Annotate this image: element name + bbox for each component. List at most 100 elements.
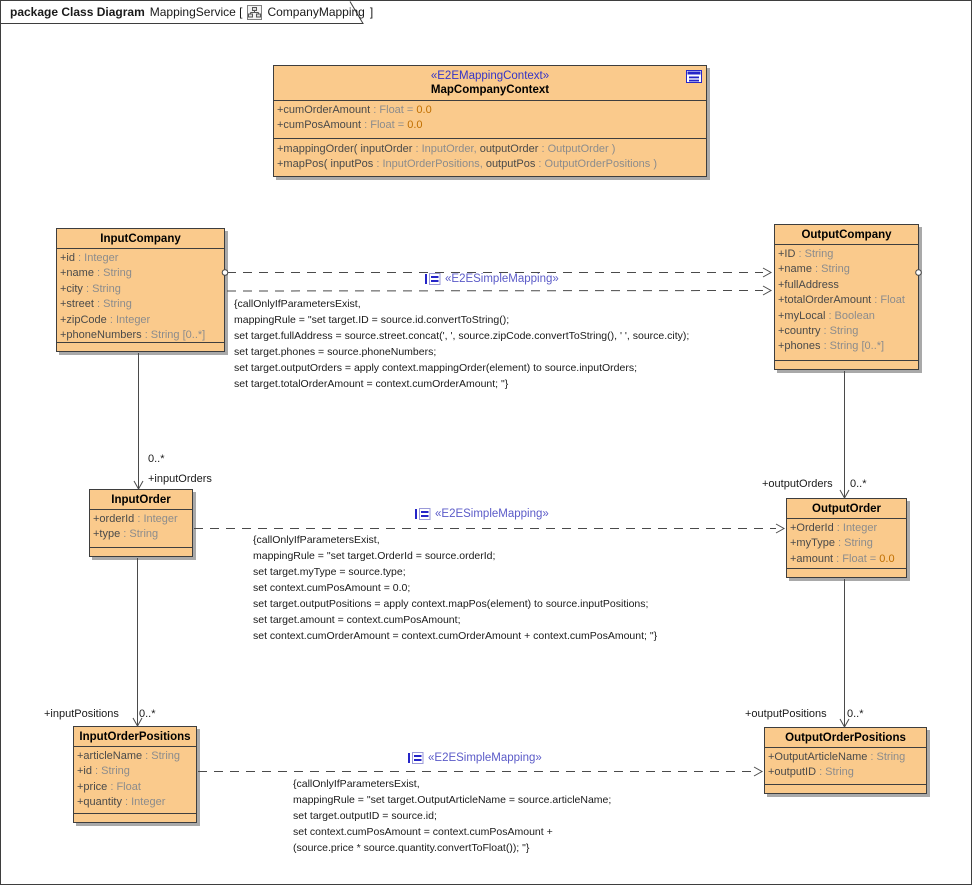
class-input-company[interactable]: InputCompany +id : Integer +name : String…	[56, 228, 225, 352]
mapping-icon	[415, 508, 431, 520]
class-map-company-context[interactable]: «E2EMappingContext» MapCompanyContext +c…	[273, 65, 707, 177]
class-member[interactable]: +city : String	[60, 282, 121, 295]
class-member[interactable]: +myType : String	[790, 537, 873, 550]
operations-compartment	[775, 360, 918, 369]
frame-diagram-name: CompanyMapping	[267, 5, 365, 19]
attributes-compartment: +ID : String +name : String +fullAddress +t…	[775, 245, 918, 360]
properties-icon[interactable]	[686, 70, 702, 83]
class-member[interactable]: +id : String	[77, 765, 130, 778]
association-inputcompany-inputorder[interactable]	[133, 353, 144, 491]
class-member[interactable]: +phoneNumbers : String [0..*]	[60, 329, 206, 342]
operations-compartment: +mappingOrder( inputOrder : InputOrder, …	[274, 139, 706, 176]
class-member[interactable]: +OutputArticleName : String	[768, 751, 906, 763]
class-diagram-icon	[247, 4, 263, 20]
class-member[interactable]: +street : String	[60, 298, 132, 311]
mapping-rule-line: set target.outputOrders = apply context.…	[234, 362, 637, 374]
role-label[interactable]: +inputOrders	[148, 473, 212, 485]
frame-close-bracket: ]	[369, 5, 374, 19]
class-output-order-positions[interactable]: OutputOrderPositions +OutputArticleName …	[764, 727, 927, 794]
class-member[interactable]: +price : Float	[77, 780, 141, 793]
class-member[interactable]: +id : Integer	[60, 252, 119, 264]
open-arrowhead-icon	[839, 489, 850, 500]
frame-context-label: MappingService [	[149, 5, 243, 19]
class-member[interactable]: +mappingOrder( inputOrder : InputOrder, …	[277, 143, 616, 155]
operations-compartment	[57, 342, 224, 351]
mapping-stereotype-order[interactable]: «E2ESimpleMapping»	[414, 507, 549, 521]
attributes-compartment: +id : Integer +name : String +city : Strin…	[57, 249, 224, 342]
class-stereotype: «E2EMappingContext»	[430, 70, 550, 82]
mapping-rule-line: set target.outputPositions = apply conte…	[253, 598, 649, 610]
mapping-edge-positions[interactable]	[198, 766, 764, 777]
multiplicity-label[interactable]: 0..*	[847, 708, 864, 720]
operations-compartment	[74, 813, 196, 822]
class-header: «E2EMappingContext» MapCompanyContext	[274, 66, 706, 101]
class-member[interactable]: +ID : String	[778, 248, 834, 260]
multiplicity-label[interactable]: 0..*	[148, 453, 165, 465]
mapping-icon	[408, 752, 424, 764]
mapping-rule-order[interactable]: {callOnlyIfParametersExist,mappingRule =…	[253, 532, 657, 644]
open-arrowhead-icon	[775, 523, 786, 534]
multiplicity-label[interactable]: 0..*	[139, 708, 156, 720]
mapping-rule-company[interactable]: {callOnlyIfParametersExist,mappingRule =…	[234, 296, 689, 392]
class-member[interactable]: +quantity : Integer	[77, 796, 166, 809]
class-output-company[interactable]: OutputCompany +ID : String +name : String…	[774, 224, 919, 370]
class-title: OutputOrderPositions	[765, 728, 926, 748]
mapping-rule-line: {callOnlyIfParametersExist,	[293, 778, 420, 790]
role-label[interactable]: +outputPositions	[745, 708, 827, 720]
class-member[interactable]: +name : String	[778, 263, 850, 276]
mapping-edge-company-address[interactable]	[226, 285, 773, 296]
mapping-stereotype-label: «E2ESimpleMapping»	[445, 273, 559, 285]
mapping-rule-line: mappingRule = "set target.OrderId = sour…	[253, 550, 496, 562]
attributes-compartment: +orderId : Integer +type : String	[90, 510, 192, 547]
multiplicity-label[interactable]: 0..*	[850, 478, 867, 490]
class-member[interactable]: +amount : Float = 0.0	[790, 552, 895, 565]
class-member[interactable]: +cumOrderAmount : Float = 0.0	[277, 104, 432, 116]
mapping-rule-line: set target.myType = source.type;	[253, 566, 406, 578]
class-member[interactable]: +mapPos( inputPos : InputOrderPositions,…	[277, 158, 658, 171]
operations-compartment	[787, 568, 906, 577]
class-title: InputOrderPositions	[74, 727, 196, 747]
class-member[interactable]: +zipCode : Integer	[60, 313, 151, 326]
class-input-order[interactable]: InputOrder +orderId : Integer +type : Str…	[89, 489, 193, 557]
mapping-rule-line: set target.outputID = source.id;	[293, 810, 437, 822]
mapping-rule-line: set target.totalOrderAmount = context.cu…	[234, 378, 509, 390]
attributes-compartment: +OrderId : Integer +myType : String +amoun…	[787, 519, 906, 568]
frame-kind-label: package Class Diagram	[10, 5, 145, 19]
association-inputorder-inputorderpositions[interactable]	[132, 558, 143, 728]
class-member[interactable]: +country : String	[778, 325, 859, 338]
association-outputorder-outputorderpositions[interactable]	[839, 579, 850, 729]
role-label[interactable]: +inputPositions	[44, 708, 119, 720]
mapping-stereotype-company[interactable]: «E2ESimpleMapping»	[424, 272, 559, 286]
class-member[interactable]: +myLocal : Boolean	[778, 309, 875, 322]
mapping-rule-line: (source.price * source.quantity.convertT…	[293, 842, 530, 854]
open-arrowhead-icon	[753, 766, 764, 777]
class-member[interactable]: +OrderId : Integer	[790, 522, 878, 534]
mapping-rule-line: set context.cumPosAmount = context.cumPo…	[293, 826, 553, 838]
class-member[interactable]: +totalOrderAmount : Float	[778, 294, 905, 307]
class-member[interactable]: +outputID : String	[768, 766, 854, 779]
class-member[interactable]: +cumPosAmount : Float = 0.0	[277, 119, 423, 132]
class-member[interactable]: +type : String	[93, 528, 159, 541]
attributes-compartment: +articleName : String +id : String +price …	[74, 747, 196, 813]
class-input-order-positions[interactable]: InputOrderPositions +articleName : Strin…	[73, 726, 197, 823]
class-title: InputOrder	[90, 490, 192, 510]
class-output-order[interactable]: OutputOrder +OrderId : Integer +myType : …	[786, 498, 907, 578]
class-member[interactable]: +articleName : String	[77, 750, 181, 762]
class-title: OutputCompany	[775, 225, 918, 245]
class-member[interactable]: +fullAddress	[778, 278, 839, 291]
mapping-stereotype-positions[interactable]: «E2ESimpleMapping»	[407, 751, 542, 765]
mapping-rule-line: mappingRule = "set target.ID = source.id…	[234, 314, 510, 326]
class-member[interactable]: +orderId : Integer	[93, 513, 178, 525]
mapping-stereotype-label: «E2ESimpleMapping»	[435, 508, 549, 520]
class-member[interactable]: +phones : String [0..*]	[778, 340, 885, 353]
class-title: OutputOrder	[787, 499, 906, 519]
mapping-rule-line: set target.fullAddress = source.street.c…	[234, 330, 690, 342]
association-outputcompany-outputorder[interactable]	[839, 371, 850, 500]
role-label[interactable]: +outputOrders	[762, 478, 833, 490]
attributes-compartment: +OutputArticleName : String +outputID : S…	[765, 748, 926, 784]
class-title: InputCompany	[57, 229, 224, 249]
class-member[interactable]: +name : String	[60, 267, 132, 280]
mapping-rule-positions[interactable]: {callOnlyIfParametersExist,mappingRule =…	[293, 776, 611, 856]
open-arrowhead-icon	[762, 285, 773, 296]
